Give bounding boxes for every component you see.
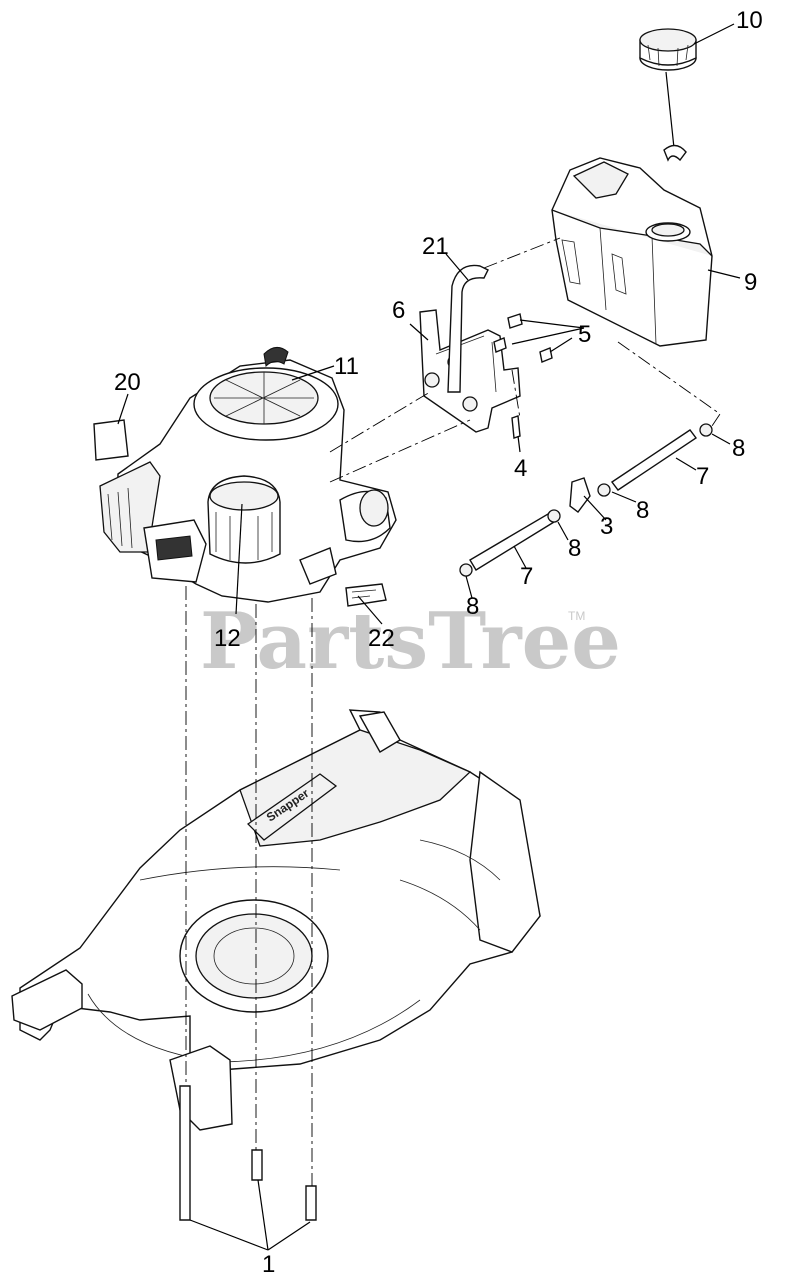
callout-7-a: 7 xyxy=(696,463,709,490)
fuel-line-part xyxy=(459,423,713,577)
callout-9: 9 xyxy=(744,269,757,296)
callout-22: 22 xyxy=(368,625,395,652)
watermark: PartsTree TM xyxy=(200,596,621,687)
callout-7-b: 7 xyxy=(520,563,533,590)
callout-5: 5 xyxy=(578,321,591,348)
deck-bolts-part xyxy=(179,1085,317,1221)
callout-11: 11 xyxy=(334,353,359,380)
callout-20: 20 xyxy=(114,369,141,396)
callout-1: 1 xyxy=(262,1251,275,1278)
callout-8-b: 8 xyxy=(636,497,649,524)
mower-deck-part: Snapper xyxy=(11,709,541,1131)
callout-4: 4 xyxy=(514,455,527,482)
fuel-tank-part xyxy=(551,157,713,347)
watermark-text: PartsTree xyxy=(200,596,621,687)
callout-12: 12 xyxy=(214,625,241,652)
fuel-cap-part xyxy=(639,28,697,162)
watermark-trademark: TM xyxy=(568,609,585,623)
callout-8-d: 8 xyxy=(466,593,479,620)
callout-21: 21 xyxy=(422,233,449,260)
callouts: 10 9 5 6 21 4 11 20 12 22 8 7 8 3 8 7 8 … xyxy=(114,7,763,1278)
callout-6: 6 xyxy=(392,297,405,324)
assembly-phantom-lines xyxy=(185,237,721,1186)
callout-10: 10 xyxy=(736,7,763,34)
engine-part xyxy=(93,347,397,607)
callout-8-c: 8 xyxy=(568,535,581,562)
bracket-part xyxy=(419,264,553,439)
callout-8-a: 8 xyxy=(732,435,745,462)
callout-3: 3 xyxy=(600,513,613,540)
leader-lines xyxy=(117,23,741,1251)
